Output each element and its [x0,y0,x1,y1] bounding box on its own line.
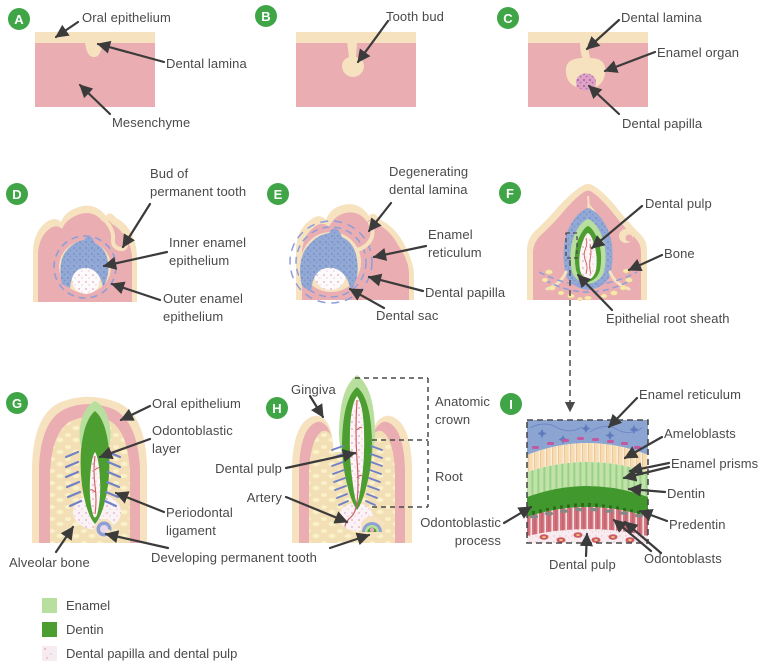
label-odontoblasts: Odontoblasts [644,551,722,566]
enamel-prisms-band [527,462,648,497]
oral-epithelium-layer [35,32,155,43]
label-inner-enamel-epithelium: Inner enamel epithelium [169,235,247,268]
label-enamel-reticulum: Enamel reticulum [639,387,742,402]
label-alveolar-bone: Alveolar bone [9,555,90,570]
label-outer-enamel-epithelium: Outer enamel epithelium [163,291,243,324]
dental-papilla-shape [72,266,100,294]
panel-badge-c: C [497,7,519,29]
predentin-band [530,508,643,519]
label-oral-epithelium: Oral epithelium [152,396,241,411]
panel-d-art [33,205,137,302]
label-bone: Bone [664,246,695,261]
panel-badge-e: E [267,183,289,205]
tooth-bud-shape [342,42,364,77]
panel-i-art [527,420,648,543]
label-enamel-reticulum: Enamel reticulum [428,227,482,260]
legend-item-enamel: Enamel [42,593,237,617]
panel-badge-i: I [500,393,522,415]
label-odontoblastic-process: Odontoblastic process [420,515,501,548]
enamel-organ-cap [60,236,109,288]
legend-item-papilla-pulp: Dental papilla and dental pulp [42,641,237,662]
enamel-reticulum-bell [300,228,358,292]
label-dental-papilla: Dental papilla [622,116,703,131]
label-developing-permanent-tooth: Developing permanent tooth [151,550,317,565]
label-degenerating-dental-lamina: Degenerating dental lamina [389,164,469,197]
ameloblasts-band [527,443,648,472]
legend: Enamel Dentin Dental papilla and dental … [42,593,237,662]
label-dental-lamina: Dental lamina [621,10,702,25]
dental-papilla-shape [576,73,596,91]
dentin-swatch [42,621,57,637]
label-mesenchyme: Mesenchyme [112,115,191,130]
panel-a-art [35,32,155,107]
papilla-pulp-swatch [42,645,57,661]
periodontal-ligament-fibers [64,450,122,508]
panel-f-art [527,184,647,302]
label-dentin: Dentin [667,486,706,501]
panel-b-art [296,32,416,107]
label-oral-epithelium: Oral epithelium [82,10,171,25]
artery-shape [344,399,363,527]
label-odontoblastic-layer: Odontoblastic layer [152,423,233,456]
label-dental-lamina: Dental lamina [166,56,247,71]
label-root: Root [435,469,463,484]
label-dental-pulp: Dental pulp [645,196,712,211]
panel-badge-h: H [266,397,288,419]
permanent-tooth-bud-lamina [103,218,128,252]
legend-item-dentin: Dentin [42,617,237,641]
label-dental-pulp: Dental pulp [549,557,616,572]
label-gingiva: Gingiva [291,382,336,397]
panel-c-art [528,32,648,107]
legend-label: Dental papilla and dental pulp [66,645,238,661]
pulp-cells [539,532,635,543]
panel-badge-d: D [6,183,28,205]
crown-root-bracket [355,377,429,508]
dental-sac-arc [289,220,373,304]
legend-label: Dentin [66,621,104,637]
label-ameloblasts: Ameloblasts [664,426,736,441]
label-tooth-bud: Tooth bud [386,9,445,24]
label-dental-papilla: Dental papilla [425,285,506,300]
enamel-reticulum-band [527,420,648,455]
bone-spicules [541,268,633,302]
panel-badge-b: B [255,5,277,27]
label-periodontal-ligament: Periodontal ligament [166,505,233,538]
label-predentin: Predentin [669,517,726,532]
label-anatomic-crown: Anatomic crown [435,394,490,427]
periodontal-ligament-fibers [331,445,383,506]
label-epithelial-root-sheath: Epithelial root sheath [606,311,730,326]
panel-badge-a: A [8,8,30,30]
panel-badge-f: F [499,182,521,204]
label-dental-pulp: Dental pulp [215,461,282,476]
enamel-swatch [42,597,57,613]
dental-lamina-stalk [580,42,591,61]
label-enamel-prisms: Enamel prisms [671,456,759,471]
label-bud-of-permanent-tooth: Bud of permanent tooth [150,166,247,199]
legend-label: Enamel [66,597,111,613]
panel-badge-g: G [6,392,28,414]
artery-shape [89,455,101,515]
leader-arrows [54,18,671,558]
label-enamel-organ: Enamel organ [657,45,740,60]
panel-h-art [292,375,412,543]
label-dental-sac: Dental sac [376,308,439,323]
zoom-region-box [565,232,578,259]
panel-g-art [32,396,147,543]
label-artery: Artery [246,490,282,505]
